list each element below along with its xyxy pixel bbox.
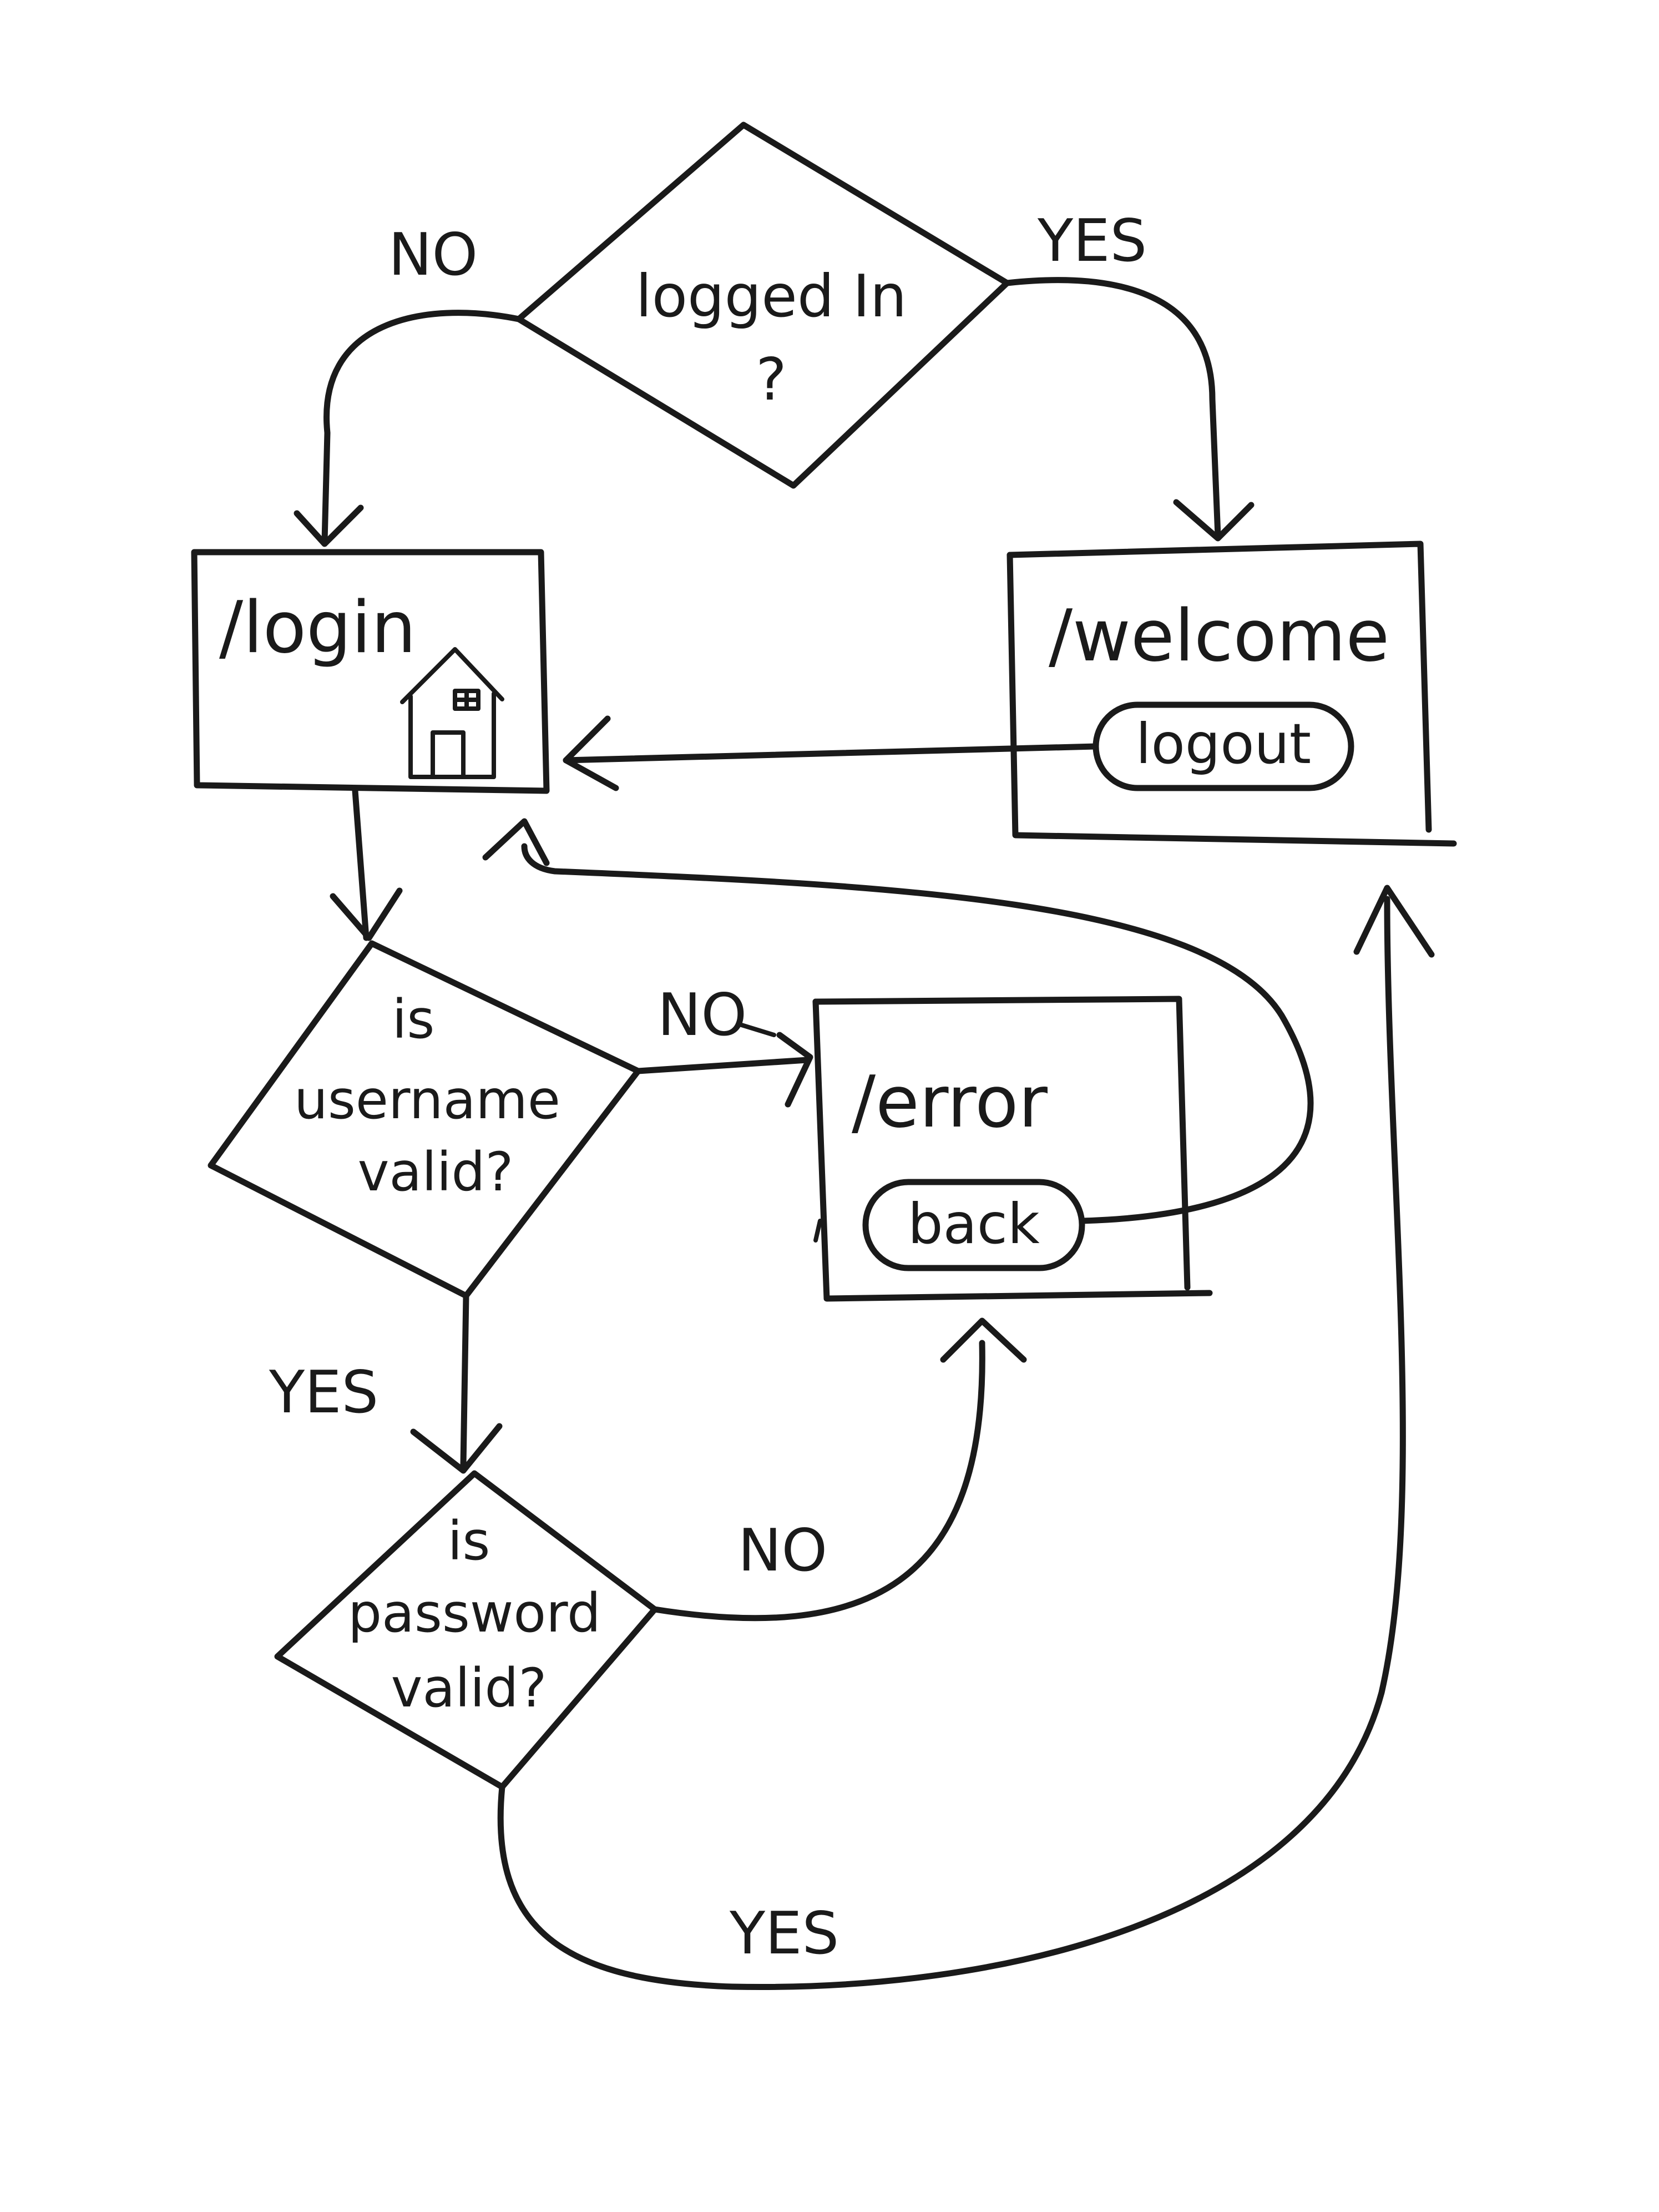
logout-button[interactable]: logout (1092, 701, 1354, 791)
decision-password-line1: is (448, 1510, 490, 1572)
edge-login-to-username (330, 787, 403, 941)
edge-username-yes: YES (269, 1292, 503, 1474)
decision-password-line2: password (348, 1582, 601, 1644)
edge-logged-in-yes-label: YES (1037, 207, 1147, 275)
edge-password-no: NO (651, 1317, 1027, 1622)
welcome-node: /welcome logout (1006, 541, 1457, 847)
decision-username-line1: is (392, 988, 435, 1051)
edge-logged-in-yes: YES (1004, 207, 1255, 542)
error-node: /error back (812, 996, 1213, 1302)
edge-password-yes: YES (497, 885, 1435, 1990)
error-node-label: /error (852, 1061, 1048, 1144)
welcome-node-label: /welcome (1049, 595, 1389, 678)
decision-logged-in-line1: logged In (636, 262, 907, 330)
edge-username-no-label: NO (657, 981, 747, 1049)
login-node: /login (191, 549, 550, 794)
decision-username-line3: valid? (358, 1141, 514, 1203)
decision-logged-in-line2: ? (756, 346, 787, 413)
edge-logged-in-no-label: NO (388, 221, 478, 289)
edge-password-yes-label: YES (729, 1900, 839, 1967)
decision-username-valid: is username valid? (208, 940, 641, 1299)
decision-logged-in: logged In ? (515, 122, 1010, 489)
login-node-label: /login (219, 587, 416, 669)
decision-password-valid: is password valid? (274, 1470, 658, 1790)
edge-username-yes-label: YES (269, 1358, 378, 1426)
back-button[interactable]: back (862, 1179, 1085, 1271)
edge-back-to-login (482, 818, 1314, 1224)
edge-logout-to-login (563, 715, 1099, 791)
back-button-label: back (908, 1191, 1040, 1256)
decision-password-line3: valid? (391, 1657, 547, 1719)
edge-username-no: NO (635, 981, 813, 1108)
edge-logged-in-no: NO (294, 221, 522, 547)
edge-password-no-label: NO (738, 1517, 827, 1584)
decision-username-line2: username (294, 1069, 560, 1131)
house-icon (400, 647, 504, 779)
logout-button-label: logout (1136, 711, 1311, 776)
